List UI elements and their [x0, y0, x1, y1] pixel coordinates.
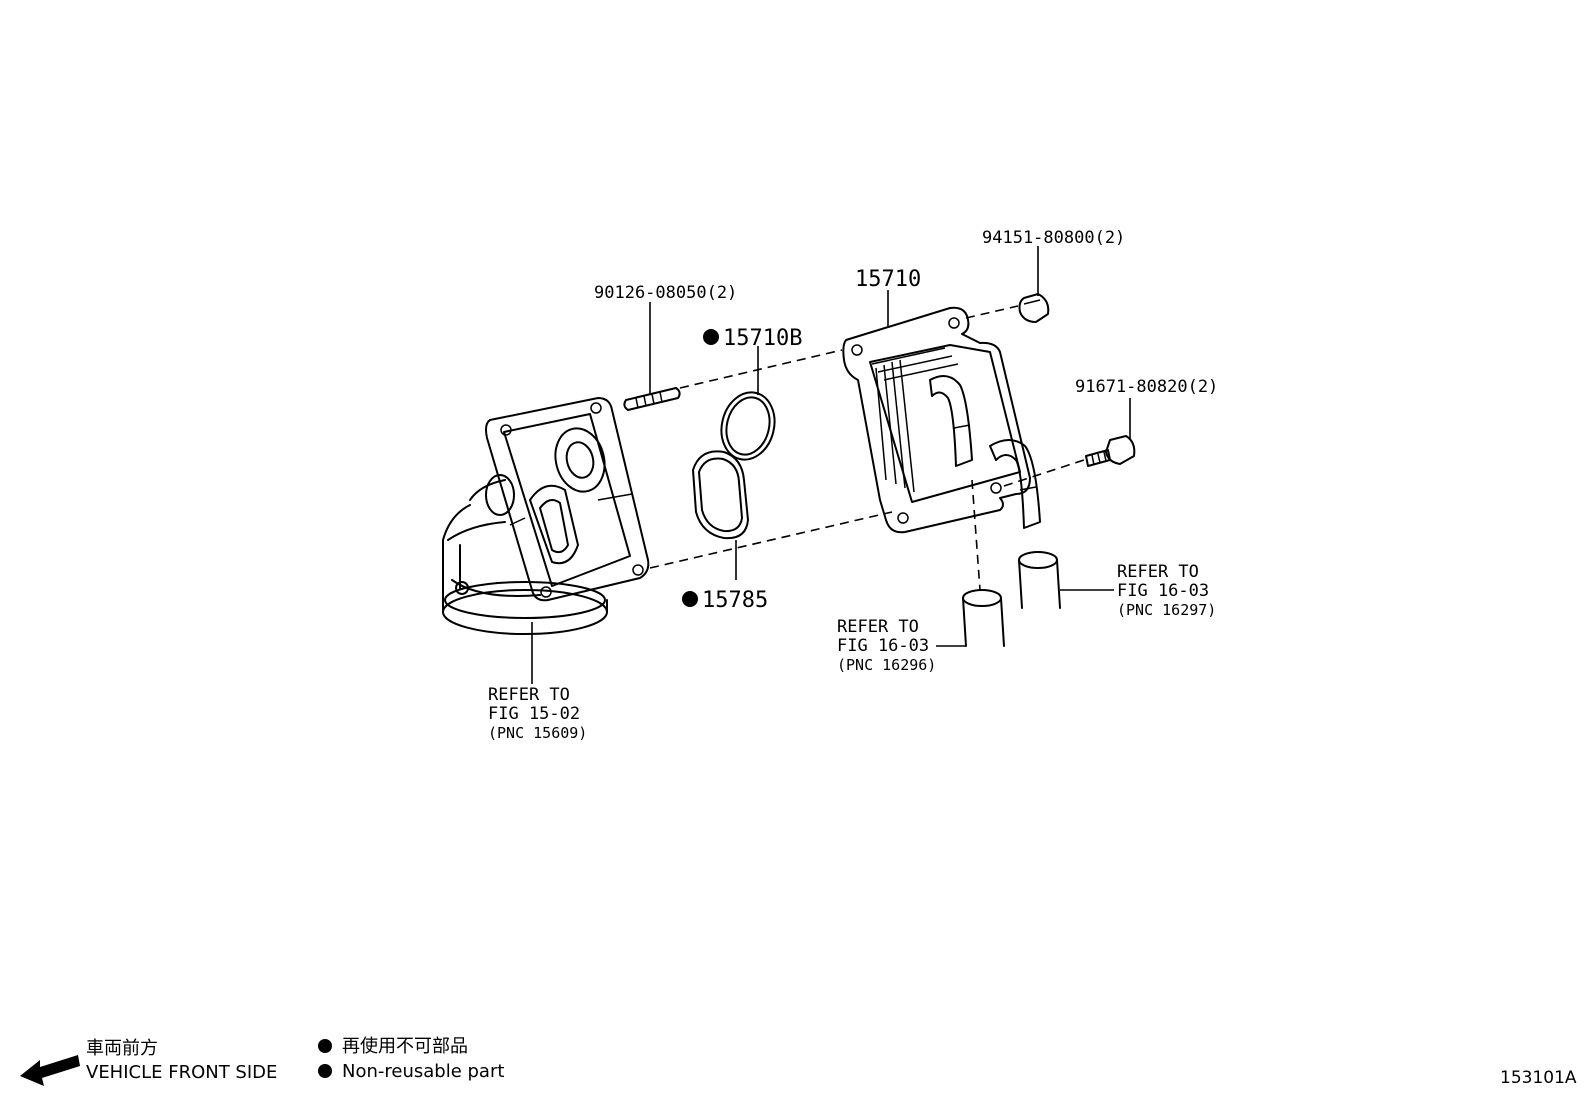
callout-bolt: 91671-80820(2)	[1075, 377, 1218, 397]
figure-number: 153101A	[1500, 1068, 1577, 1088]
oring-15710b	[720, 391, 776, 461]
legend-front-en: VEHICLE FRONT SIDE	[86, 1062, 277, 1083]
callout-stud-bolt: 90126-08050(2)	[594, 283, 737, 303]
oil-cooler	[842, 306, 1041, 534]
callout-oring-top: 15710B	[723, 326, 802, 351]
filled-dot-icon	[703, 329, 719, 345]
callout-oring-bottom: 15785	[702, 588, 768, 613]
refer-hose-left-line3: (PNC 16296)	[837, 656, 936, 674]
stud-bolt	[623, 387, 681, 411]
legend-nonreusable-en: Non-reusable part	[342, 1061, 504, 1082]
bolt	[1085, 435, 1136, 467]
legend-nonreusable: 再使用不可部品 Non-reusable part	[318, 1036, 504, 1082]
refer-housing-line2: FIG 15-02	[488, 704, 580, 724]
legend-front-jp: 車両前方	[86, 1038, 158, 1059]
refer-hose-right-line2: FIG 16-03	[1117, 581, 1209, 601]
refer-hose-right-line3: (PNC 16297)	[1117, 601, 1216, 619]
nut	[1018, 293, 1050, 323]
oring-15785	[692, 450, 749, 540]
callout-oil-cooler: 15710	[855, 267, 921, 292]
refer-housing-line1: REFER TO	[488, 685, 570, 705]
callout-nut: 94151-80800(2)	[982, 228, 1125, 248]
refer-hose-left-line1: REFER TO	[837, 617, 919, 637]
refer-hose-left-line2: FIG 16-03	[837, 636, 929, 656]
filled-dot-icon	[318, 1039, 332, 1053]
arrow-front-icon	[20, 1055, 80, 1086]
legend-nonreusable-jp: 再使用不可部品	[342, 1036, 468, 1057]
filter-housing	[442, 397, 650, 635]
refer-housing-line3: (PNC 15609)	[488, 724, 587, 742]
hose-right	[1018, 551, 1061, 609]
leader-lines	[531, 246, 1131, 684]
legend-front: 車両前方 VEHICLE FRONT SIDE	[20, 1038, 277, 1086]
filled-dot-icon	[682, 591, 698, 607]
refer-hose-right-line1: REFER TO	[1117, 562, 1199, 582]
hose-left	[962, 589, 1005, 647]
filled-dot-icon	[318, 1064, 332, 1078]
alignment-lines	[649, 305, 1085, 591]
